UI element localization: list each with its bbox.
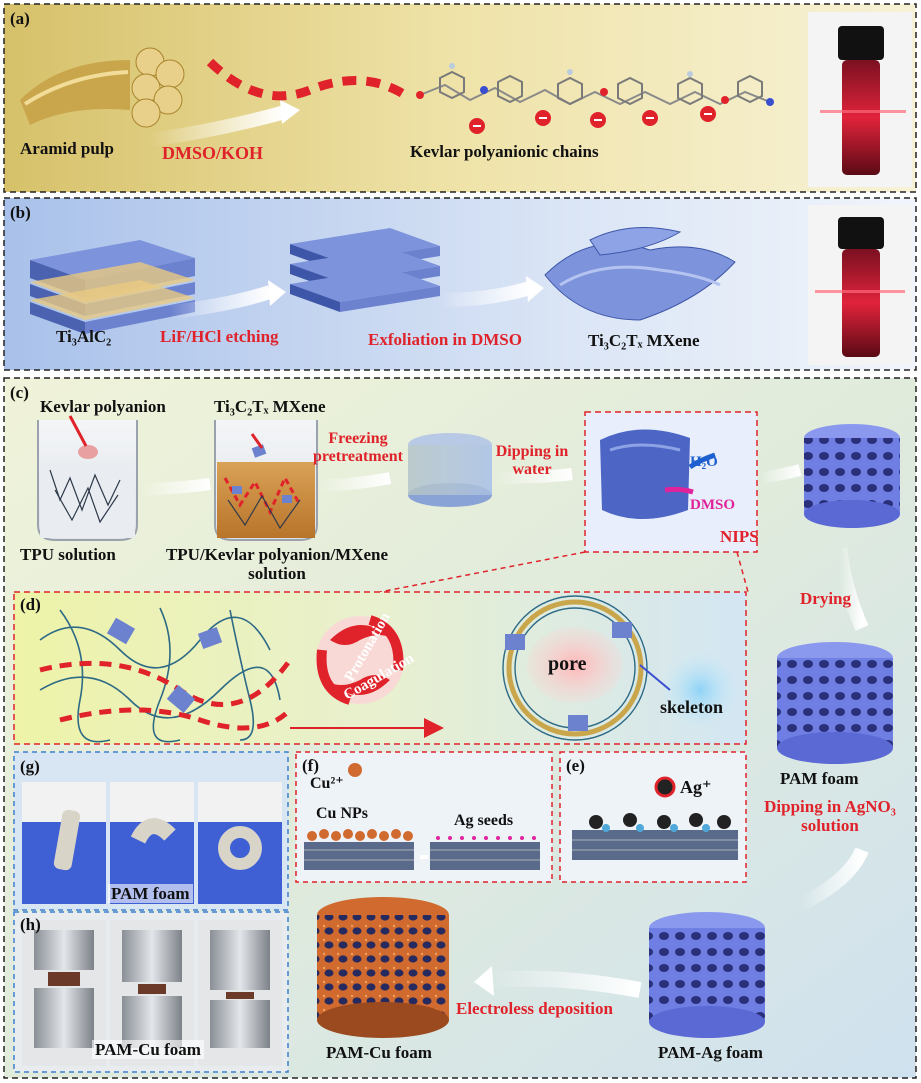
pam-foam-label: PAM foam [780,769,859,788]
mix-solution-label: TPU/Kevlar polyanion/MXene solution [165,545,389,583]
pam-cu-foam [317,897,449,1038]
cu-ion-label: Cu²⁺ [310,775,344,792]
arrow-drying [833,547,869,631]
charge-markers [469,106,716,134]
arrow-electroless-head [474,966,494,996]
zoom-line-2 [736,551,749,593]
panel-a-letter: (a) [10,9,30,28]
glove-photos [22,782,282,904]
arrow-ag [796,847,869,912]
max-phase-label: Ti₃AlC₂ [56,327,112,346]
max-phase-stack [30,240,195,334]
ag-seeds-label: Ag seeds [454,812,514,829]
ag-deposition-layers [572,776,738,860]
panel-b [3,197,917,371]
panel-h-letter: (h) [20,915,41,934]
mxene-drop-arrow [250,433,264,449]
vial-photo-a [808,12,912,187]
kevlar-drop-arrow [68,415,88,447]
arrow-b1 [169,285,273,319]
electroless-label: Electroless deposition [456,999,613,1018]
atoms [416,63,774,106]
compression-photos [22,920,282,1066]
panel-d-letter: (d) [20,595,41,614]
arrow-c3 [494,468,573,484]
dipping-agno3-label: Dipping in AgNO₃ solution [764,797,896,835]
aramid-pulp-label: Aramid pulp [20,139,114,158]
dmso-label: DMSO [690,497,735,513]
molecular-chain [419,83,771,106]
beaker-mix [214,420,318,541]
pam-foam [777,642,893,764]
frozen-cylinder [408,433,492,507]
etched-stack [290,228,440,312]
kevlar-chains-label: Kevlar polyanionic chains [410,142,599,161]
dmso-koh-label: DMSO/KOH [162,143,264,163]
aramid-pulp-bundle [20,47,185,128]
skeleton-label: skeleton [660,697,723,717]
pam-ag-foam-label: PAM-Ag foam [658,1043,763,1062]
pore-label: pore [548,653,587,675]
panel-e-letter: (e) [566,756,585,775]
panel-e-frame [559,751,747,883]
arrow-c4 [759,464,802,484]
pam-cu-foam-caption: PAM-Cu foam [92,1040,204,1059]
porous-foam-1 [804,424,900,528]
pam-ag-foam [649,912,765,1038]
arrow-b1-head [268,280,286,306]
skeleton-pointer [639,664,671,691]
arrow-electroless [489,970,642,998]
exfoliation-label: Exfoliation in DMSO [368,330,522,349]
kevlar-chain-cartoon [206,58,413,102]
arrow-c2 [317,472,392,492]
beaker-tpu [37,420,138,541]
benzene-rings [439,70,763,106]
panel-b-letter: (b) [10,203,31,222]
cu-nps-label: Cu NPs [316,805,369,822]
tpu-solution-label: TPU solution [20,545,116,564]
arrow-b2-head [526,276,544,302]
mxene-flakes [544,227,736,321]
pam-foam-caption: PAM foam [108,884,193,903]
freezing-label: Freezing pretreatment [312,430,404,465]
mxene-label-b: Ti₃C₂Tₓ MXene [588,331,700,350]
h2o-label: H₂O [690,454,718,470]
ag-ion-label: Ag⁺ [680,777,712,797]
mxene-flake-d [106,617,223,713]
drying-label: Drying [800,589,851,608]
arrow-a-head [280,100,300,124]
arrow-a [149,105,287,147]
panel-a [3,3,917,193]
panel-c-letter: (c) [10,383,29,402]
polymer-network [39,607,293,743]
cu-deposition-layers [304,763,540,870]
pore-ring [502,595,740,741]
vial-photo-b [808,205,912,365]
mxene-label-c: Ti₃C₂Tₓ MXene [214,397,326,416]
panel-c [3,377,917,1079]
nips-label: NIPS [720,527,759,546]
dipping-water-label: Dipping in water [495,443,569,478]
nips-gel-block [600,429,716,519]
pam-cu-foam-label: PAM-Cu foam [326,1043,432,1062]
swirl-icon [316,615,404,705]
kevlar-polyanion-label: Kevlar polyanion [40,397,166,416]
zoom-line-1 [379,551,586,593]
etching-label: LiF/HCl etching [160,327,279,346]
arrow-b2 [439,281,533,307]
arrow-c1 [139,478,211,496]
panel-g-letter: (g) [20,757,40,776]
panel-f-letter: (f) [302,756,319,775]
